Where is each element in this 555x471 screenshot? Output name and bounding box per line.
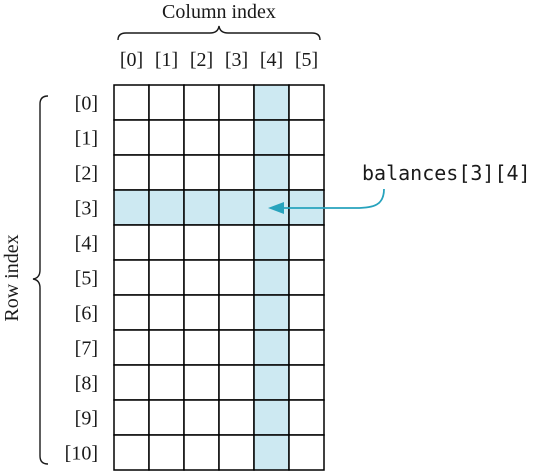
- row-label-0: [0]: [75, 93, 98, 115]
- cell-r0-c3: [218, 84, 255, 121]
- cell-r4-c4-highlighted: [253, 224, 290, 261]
- row-labels: [0] [1] [2] [3] [4] [5] [6] [7] [8] [9] [10]: [65, 93, 98, 465]
- cell-r0-c0: [113, 84, 150, 121]
- column-label-1: [1]: [155, 49, 178, 71]
- cell-r4-c0: [113, 224, 150, 261]
- cell-r3-c2-highlighted: [183, 189, 220, 226]
- row-label-1: [1]: [75, 128, 98, 150]
- cell-r5-c5: [288, 259, 325, 296]
- cell-r2-c3: [218, 154, 255, 191]
- cell-r2-c1: [148, 154, 185, 191]
- cell-r6-c2: [183, 294, 220, 331]
- cell-r7-c1: [148, 329, 185, 366]
- reference-arrow: [280, 188, 385, 209]
- cell-r7-c4-highlighted: [253, 329, 290, 366]
- cell-r1-c3: [218, 119, 255, 156]
- row-label-3: [3]: [75, 198, 98, 220]
- cell-r8-c3: [218, 364, 255, 401]
- row-label-4: [4]: [75, 233, 98, 255]
- cell-r2-c2: [183, 154, 220, 191]
- cell-r2-c5: [288, 154, 325, 191]
- cell-r1-c0: [113, 119, 150, 156]
- cell-r7-c5: [288, 329, 325, 366]
- column-label-3: [3]: [225, 49, 248, 71]
- cell-r10-c5: [288, 434, 325, 471]
- cell-r1-c1: [148, 119, 185, 156]
- cell-r5-c1: [148, 259, 185, 296]
- cell-r0-c2: [183, 84, 220, 121]
- cell-r10-c4-highlighted: [253, 434, 290, 471]
- reference-arrowhead: [268, 202, 284, 214]
- column-index-label: Column index: [162, 1, 276, 23]
- cell-r5-c3: [218, 259, 255, 296]
- cell-r1-c4-highlighted: [253, 119, 290, 156]
- cell-r5-c2: [183, 259, 220, 296]
- cell-r10-c0: [113, 434, 150, 471]
- cell-r9-c2: [183, 399, 220, 436]
- row-label-5: [5]: [75, 268, 98, 290]
- cell-r8-c1: [148, 364, 185, 401]
- cell-r10-c3: [218, 434, 255, 471]
- cell-r6-c0: [113, 294, 150, 331]
- row-label-8: [8]: [75, 373, 98, 395]
- cell-r3-c1-highlighted: [148, 189, 185, 226]
- cell-r1-c5: [288, 119, 325, 156]
- cell-r7-c3: [218, 329, 255, 366]
- row-label-7: [7]: [75, 338, 98, 360]
- column-label-0: [0]: [120, 49, 143, 71]
- row-brace: [32, 95, 49, 465]
- cell-r0-c1: [148, 84, 185, 121]
- row-index-label: Row index: [1, 234, 23, 321]
- cell-r8-c0: [113, 364, 150, 401]
- column-brace: [117, 25, 321, 41]
- row-label-10: [10]: [65, 443, 98, 465]
- column-label-2: [2]: [190, 49, 213, 71]
- cell-r5-c0: [113, 259, 150, 296]
- row-label-6: [6]: [75, 303, 98, 325]
- reference-label: balances[3][4]: [362, 161, 531, 185]
- cell-r4-c2: [183, 224, 220, 261]
- array-grid: [113, 84, 325, 471]
- cell-r7-c2: [183, 329, 220, 366]
- cell-r8-c2: [183, 364, 220, 401]
- column-labels: [0] [1] [2] [3] [4] [5]: [120, 49, 318, 71]
- cell-r6-c5: [288, 294, 325, 331]
- cell-r4-c1: [148, 224, 185, 261]
- cell-r9-c3: [218, 399, 255, 436]
- cell-r0-c4-highlighted: [253, 84, 290, 121]
- cell-r6-c1: [148, 294, 185, 331]
- cell-r4-c5: [288, 224, 325, 261]
- cell-r6-c3: [218, 294, 255, 331]
- column-label-4: [4]: [260, 49, 283, 71]
- cell-r7-c0: [113, 329, 150, 366]
- cell-r9-c0: [113, 399, 150, 436]
- cell-r6-c4-highlighted: [253, 294, 290, 331]
- cell-r3-c3-highlighted: [218, 189, 255, 226]
- cell-r10-c2: [183, 434, 220, 471]
- cell-r9-c5: [288, 399, 325, 436]
- cell-r8-c4-highlighted: [253, 364, 290, 401]
- cell-r2-c0: [113, 154, 150, 191]
- column-label-5: [5]: [295, 49, 318, 71]
- cell-r9-c1: [148, 399, 185, 436]
- row-label-9: [9]: [75, 408, 98, 430]
- cell-r10-c1: [148, 434, 185, 471]
- row-label-2: [2]: [75, 163, 98, 185]
- cell-r9-c4-highlighted: [253, 399, 290, 436]
- cell-r1-c2: [183, 119, 220, 156]
- cell-r0-c5: [288, 84, 325, 121]
- cell-r2-c4-highlighted: [253, 154, 290, 191]
- cell-r8-c5: [288, 364, 325, 401]
- cell-r5-c4-highlighted: [253, 259, 290, 296]
- cell-r3-c0-highlighted: [113, 189, 150, 226]
- cell-r4-c3: [218, 224, 255, 261]
